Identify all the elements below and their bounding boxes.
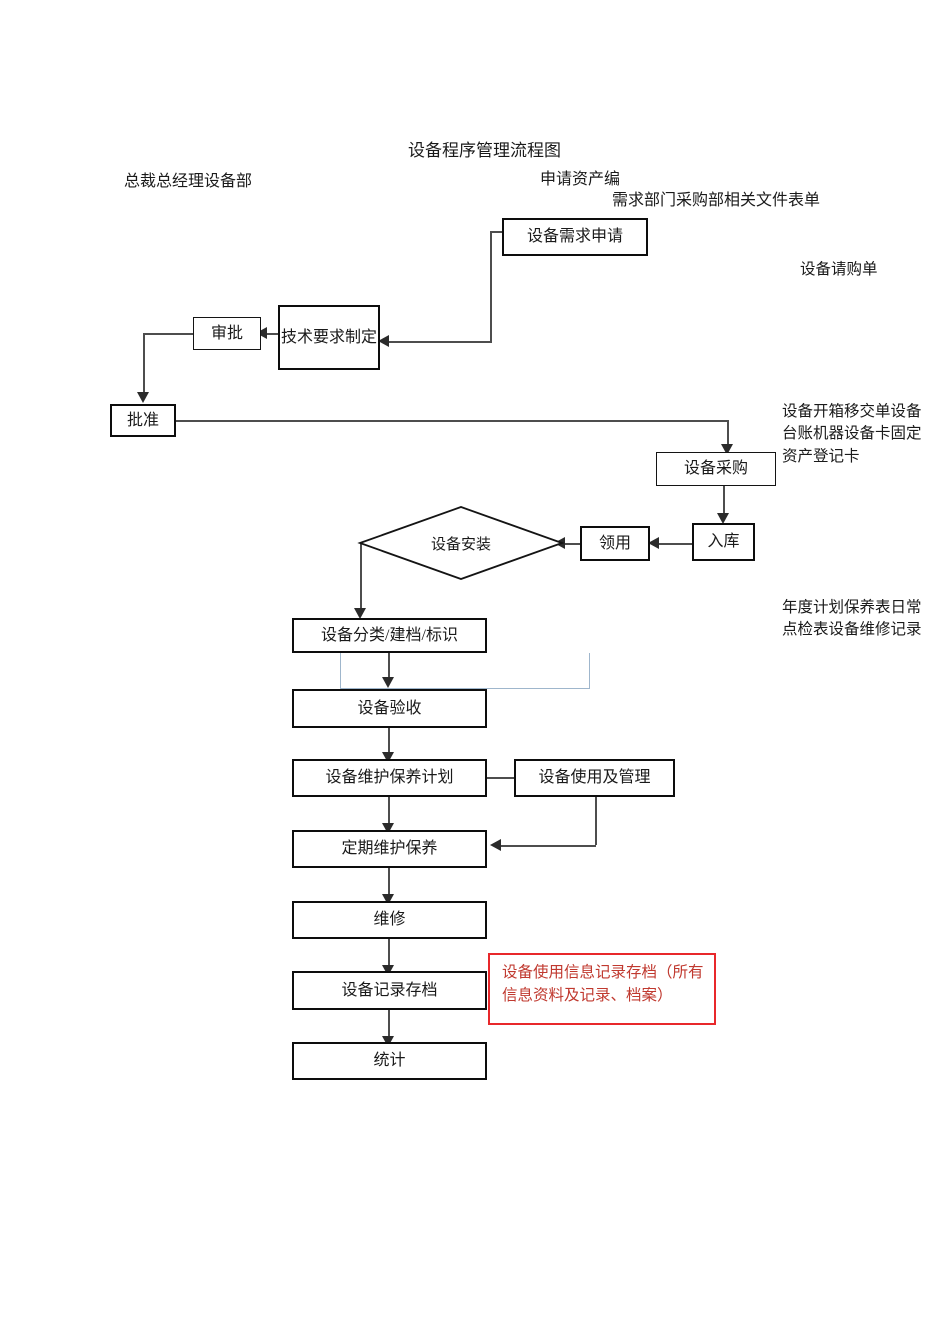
connector-plan-to-usage xyxy=(487,777,514,779)
arrowhead-demand-to-tech-icon xyxy=(378,335,389,347)
lane-header-left: 总裁总经理设备部 xyxy=(124,173,253,190)
node-warehousing-label: 入库 xyxy=(707,533,740,551)
node-equipment-purchase-label: 设备采购 xyxy=(683,460,748,478)
connector-acceptance-to-plan xyxy=(388,727,390,755)
arrowhead-approve-to-purchase-icon xyxy=(721,444,733,455)
arrowhead-install-to-classify-icon xyxy=(354,608,366,619)
node-equipment-installation[interactable]: 设备安装 xyxy=(361,507,561,579)
node-maintenance-plan[interactable]: 设备维护保养计划 xyxy=(292,759,487,797)
connector-usage-down xyxy=(595,797,597,845)
node-warehousing[interactable]: 入库 xyxy=(692,523,755,561)
node-equipment-acceptance-label: 设备验收 xyxy=(357,699,422,717)
column-header-1: 申请资产编 xyxy=(540,171,621,188)
page-title: 设备程序管理流程图 xyxy=(408,141,561,160)
node-repair-label: 维修 xyxy=(373,911,406,929)
connector-approve-down xyxy=(727,420,729,446)
arrowhead-tech-to-review-icon xyxy=(256,327,267,339)
node-requisition-label: 领用 xyxy=(598,534,631,552)
node-periodic-maintenance-label: 定期维护保养 xyxy=(341,840,438,858)
arrowhead-purchase-to-warehouse-icon xyxy=(717,513,729,524)
arrowhead-classify-to-acceptance-icon xyxy=(382,677,394,688)
node-technical-requirement-label: 技术要求制定 xyxy=(280,328,377,346)
connector-warehouse-to-requisition xyxy=(655,543,693,545)
connector-review-left xyxy=(143,333,194,335)
node-classify-archive-label[interactable]: 设备分类/建档/标识 xyxy=(292,618,487,653)
arrowhead-repair-to-archive-icon xyxy=(382,965,394,976)
node-record-archive[interactable]: 设备记录存档 xyxy=(292,971,487,1010)
node-classify-archive-label-text: 设备分类/建档/标识 xyxy=(321,626,458,644)
connector-review-down xyxy=(143,333,145,393)
arrowhead-periodic-to-repair-icon xyxy=(382,894,394,905)
node-approve-label: 批准 xyxy=(126,411,159,429)
side-note-asset-docs: 设备开箱移交单设备台账机器设备卡固定资产登记卡 xyxy=(782,403,922,465)
node-approve[interactable]: 批准 xyxy=(110,404,176,437)
connector-purchase-to-warehouse xyxy=(723,485,725,515)
bracket-classify-to-acceptance xyxy=(340,653,590,689)
node-equipment-installation-label: 设备安装 xyxy=(430,536,491,553)
node-statistics-label: 统计 xyxy=(373,1052,406,1070)
node-review[interactable]: 审批 xyxy=(193,317,261,350)
connector-usage-to-periodic xyxy=(498,845,596,847)
callout-record-archive: 设备使用信息记录存档（所有信息资料及记录、档案） xyxy=(488,953,716,1025)
node-maintenance-plan-label: 设备维护保养计划 xyxy=(325,769,454,787)
connector-approve-right xyxy=(176,420,729,422)
arrowhead-archive-to-statistics-icon xyxy=(382,1036,394,1047)
column-header-2: 需求部门采购部相关文件表单 xyxy=(612,192,821,209)
connector-requisition-to-install xyxy=(560,543,581,545)
connector-periodic-to-repair xyxy=(388,868,390,896)
connector-plan-to-periodic xyxy=(388,797,390,825)
node-usage-and-management-label: 设备使用及管理 xyxy=(538,769,651,787)
node-review-label: 审批 xyxy=(210,324,243,342)
arrowhead-plan-to-periodic-icon xyxy=(382,823,394,834)
side-note-maintenance-docs: 年度计划保养表日常点检表设备维修记录 xyxy=(782,599,922,639)
node-technical-requirement[interactable]: 技术要求制定 xyxy=(278,305,380,370)
arrowhead-acceptance-to-plan-icon xyxy=(382,752,394,763)
connector-archive-to-statistics xyxy=(388,1010,390,1038)
node-equipment-acceptance[interactable]: 设备验收 xyxy=(292,689,487,728)
node-requisition[interactable]: 领用 xyxy=(580,526,650,561)
connector-repair-to-archive xyxy=(388,939,390,967)
node-repair[interactable]: 维修 xyxy=(292,901,487,939)
connector-demand-to-tech xyxy=(388,341,492,343)
callout-record-archive-text: 设备使用信息记录存档（所有信息资料及记录、档案） xyxy=(502,964,704,1005)
node-periodic-maintenance[interactable]: 定期维护保养 xyxy=(292,830,487,868)
node-equipment-demand-request[interactable]: 设备需求申请 xyxy=(502,218,648,256)
connector-demand-stub xyxy=(490,231,504,233)
node-equipment-purchase[interactable]: 设备采购 xyxy=(656,452,776,486)
connector-tech-to-review xyxy=(262,333,280,335)
node-record-archive-label: 设备记录存档 xyxy=(341,981,438,999)
arrowhead-usage-to-periodic-icon xyxy=(490,839,501,851)
connector-classify-to-acceptance xyxy=(388,652,390,680)
connector-demand-down xyxy=(490,231,492,341)
node-statistics[interactable]: 统计 xyxy=(292,1042,487,1080)
side-note-purchase-request: 设备请购单 xyxy=(800,261,878,278)
node-equipment-demand-request-label: 设备需求申请 xyxy=(526,228,623,246)
node-usage-and-management[interactable]: 设备使用及管理 xyxy=(514,759,675,797)
arrowhead-warehouse-to-requisition-icon xyxy=(648,537,659,549)
arrowhead-review-to-approve-icon xyxy=(137,392,149,403)
